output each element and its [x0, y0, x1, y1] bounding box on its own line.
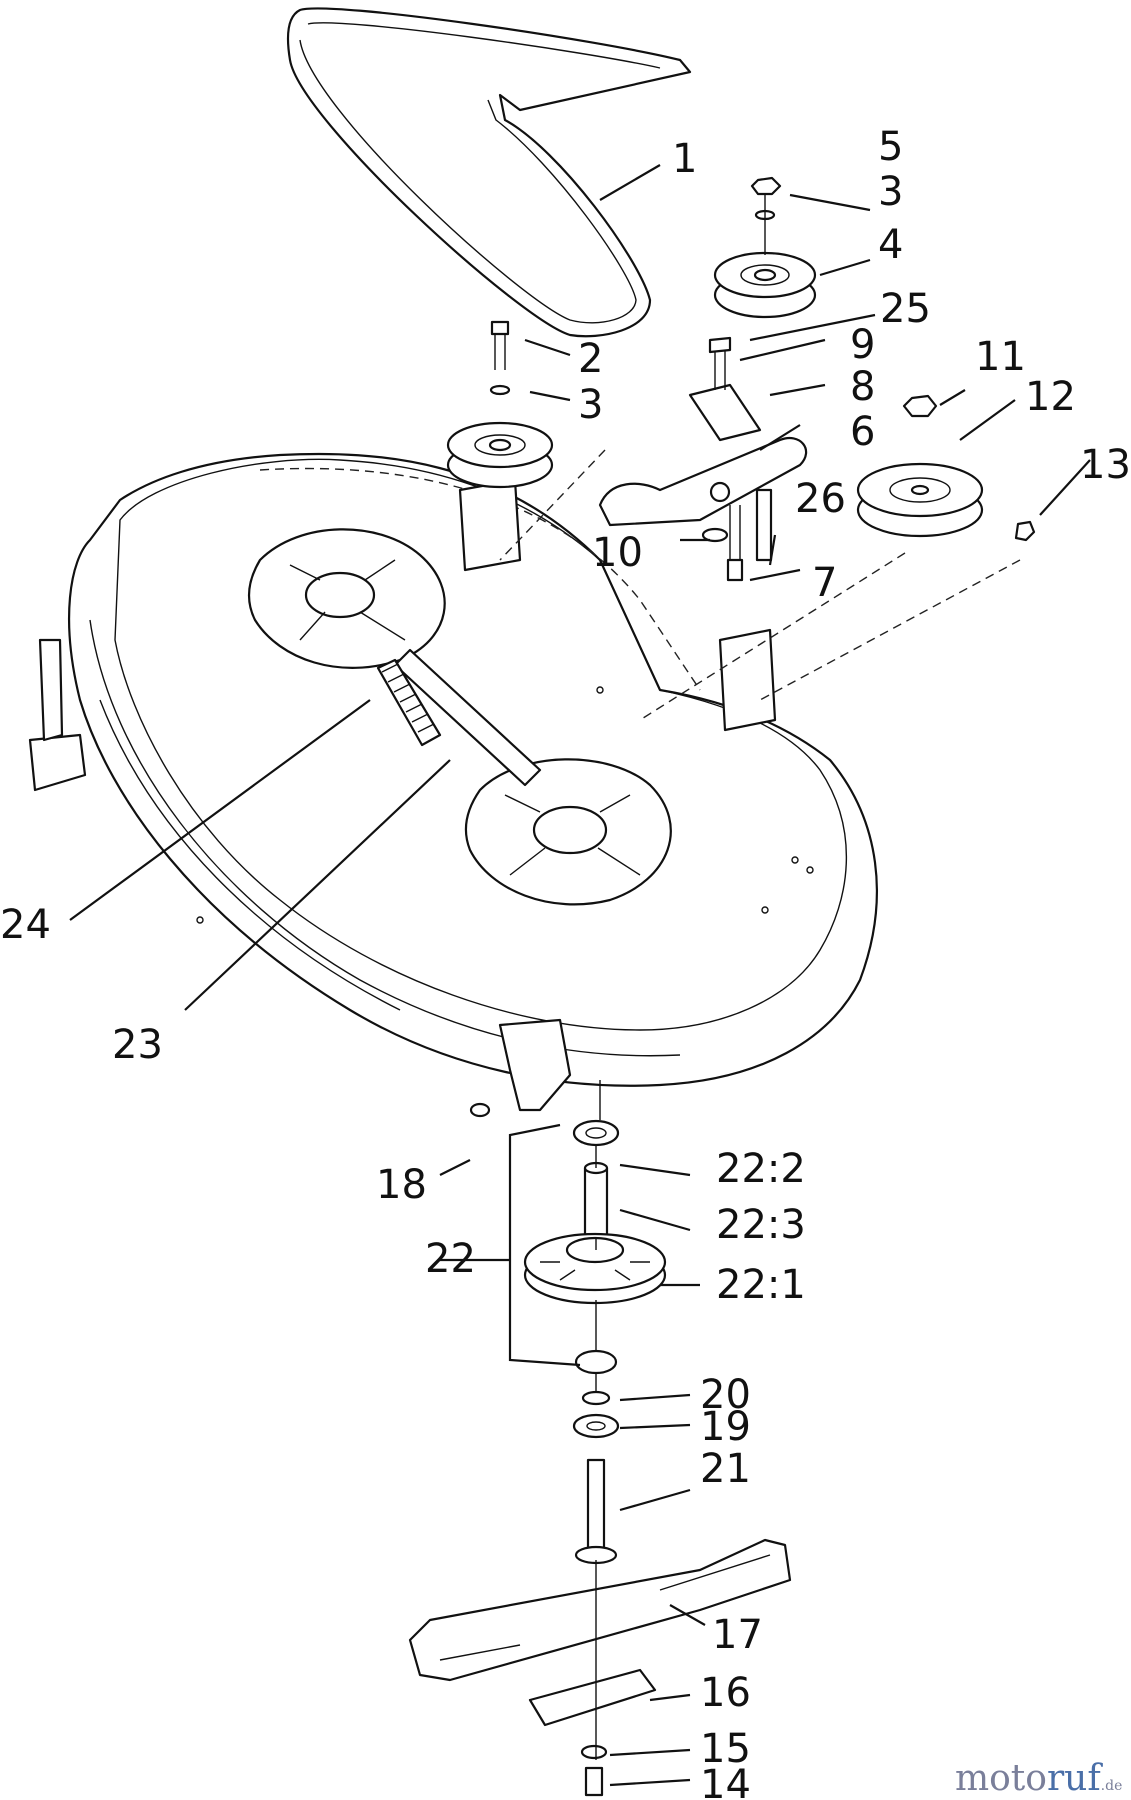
label-22-2: 22:2 [716, 1146, 806, 1192]
svg-text:motoruf.de: motoruf.de [955, 1758, 1122, 1799]
label-17: 17 [712, 1612, 763, 1658]
nut-18 [469, 1102, 491, 1118]
washer-15 [580, 1744, 608, 1760]
label-25: 25 [880, 286, 931, 332]
label-15: 15 [700, 1726, 751, 1772]
label-10: 10 [592, 530, 643, 576]
watermark-tld: .de [1101, 1778, 1123, 1794]
label-24: 24 [0, 902, 51, 948]
label-1: 1 [672, 136, 697, 182]
tension-spring [376, 658, 442, 747]
label-22-3: 22:3 [716, 1202, 806, 1248]
label-22-1: 22:1 [716, 1262, 806, 1308]
label-20: 20 [700, 1372, 751, 1418]
part-labels: 1 2 3 5 3 4 25 9 8 6 11 12 13 26 10 7 24… [0, 124, 1131, 1800]
drive-belt [286, 7, 692, 338]
mower-blade [408, 1538, 792, 1682]
label-18: 18 [376, 1162, 427, 1208]
mower-deck [28, 452, 878, 1112]
bolt-7 [726, 558, 744, 582]
bearing-lower [574, 1349, 618, 1375]
bolt-14 [584, 1766, 604, 1797]
label-3-left: 3 [578, 382, 603, 428]
label-26: 26 [795, 476, 846, 522]
label-23: 23 [112, 1022, 163, 1068]
watermark-part-b: ruf [1047, 1758, 1103, 1799]
bearing-19 [572, 1413, 620, 1439]
label-16: 16 [700, 1670, 751, 1716]
label-7: 7 [812, 560, 837, 606]
watermark-part-a: moto [955, 1758, 1047, 1799]
label-21: 21 [700, 1446, 751, 1492]
pivot-bolt [708, 336, 732, 390]
label-4: 4 [878, 222, 903, 268]
label-6: 6 [850, 409, 875, 455]
blade-plate [528, 1668, 657, 1727]
screw-13 [1014, 520, 1036, 542]
spacer-20 [581, 1390, 611, 1406]
label-5: 5 [878, 124, 903, 170]
label-13: 13 [1080, 442, 1131, 488]
nut-11 [902, 394, 938, 418]
leader-lines [69, 164, 1091, 1787]
label-3-right: 3 [878, 169, 903, 215]
label-2: 2 [578, 336, 603, 382]
label-9: 9 [850, 322, 875, 368]
label-8: 8 [850, 364, 875, 410]
bolt-2 [490, 320, 510, 336]
spacer [755, 488, 773, 562]
washer-3b [489, 384, 511, 396]
idler-pulley-upper [713, 251, 817, 319]
watermark-logo: motoruf.de [955, 1758, 1122, 1799]
nut-5 [750, 176, 782, 196]
label-19: 19 [700, 1404, 751, 1450]
spindle-shaft-21 [586, 1458, 606, 1552]
label-22: 22 [425, 1236, 476, 1282]
idler-arm [598, 383, 808, 580]
washer-10 [701, 527, 729, 543]
spindle-pulley [856, 462, 984, 538]
label-14: 14 [700, 1762, 751, 1800]
label-12: 12 [1025, 374, 1076, 420]
idler-pulley-left [446, 421, 554, 489]
label-11: 11 [975, 334, 1026, 380]
spindle-assembly [469, 1102, 667, 1565]
